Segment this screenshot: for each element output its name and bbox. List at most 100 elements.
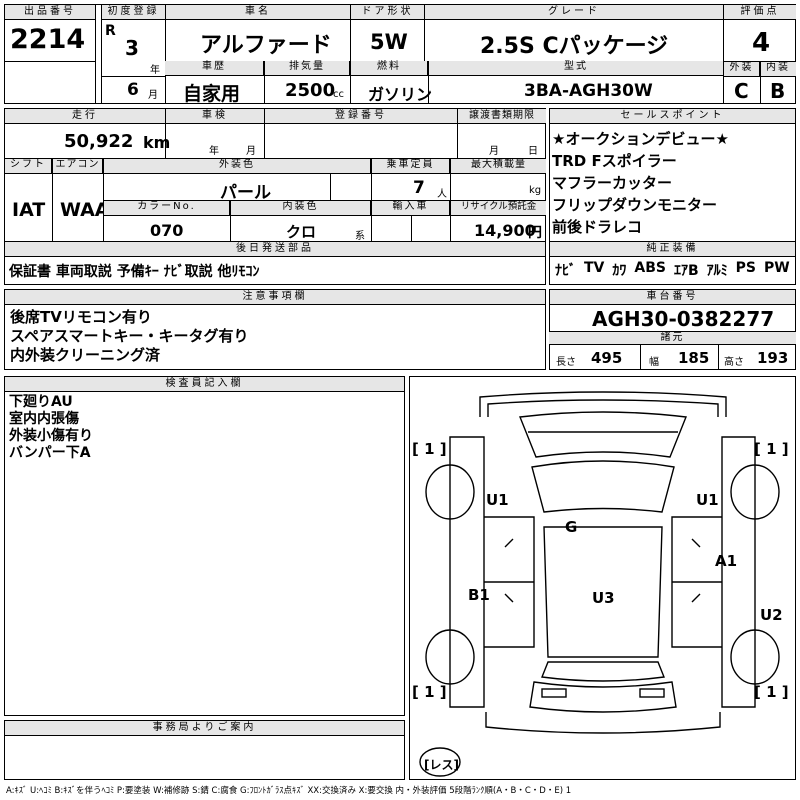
sales-point: マフラーカッター xyxy=(552,174,673,192)
sales-point: TRD Fスポイラー xyxy=(552,152,677,170)
tire-rear-right xyxy=(730,629,780,685)
mark-a1: A1 xyxy=(715,552,738,570)
color-label: 外装色 xyxy=(104,159,371,174)
lot-label: 出品番号 xyxy=(5,5,95,20)
sales-points-label: セールスポイント xyxy=(550,109,795,124)
equipment-item: PW xyxy=(764,260,790,276)
history-label: 車歴 xyxy=(165,61,264,76)
inspector-line: 室内内張傷 xyxy=(9,411,79,427)
windshield-outline xyxy=(531,460,675,513)
shift-label: シフト xyxy=(5,159,52,174)
inspector-line: 下廻りAU xyxy=(9,394,73,410)
color: パール xyxy=(220,183,271,203)
ac: WAA xyxy=(60,199,110,221)
month-unit: 月 xyxy=(148,90,158,101)
color-no: 070 xyxy=(150,221,184,240)
capacity-unit: 人 xyxy=(437,189,447,200)
transfer-label: 譲渡書類期限 xyxy=(458,109,546,124)
grade-label: グレード xyxy=(425,5,723,20)
history: 自家用 xyxy=(183,83,241,105)
inspection-month-unit: 月 xyxy=(246,146,256,157)
sales-point: ★オークションデビュー★ xyxy=(552,130,729,148)
tire-front-left xyxy=(425,464,475,520)
reg-month: 6 xyxy=(127,80,139,100)
first-reg-label: 初度登録 xyxy=(101,5,165,20)
spare-tire xyxy=(419,747,461,777)
front-bumper-inner xyxy=(487,399,719,417)
width: 185 xyxy=(678,349,710,367)
capacity-label: 乗車定員 xyxy=(372,159,450,174)
inspector-block xyxy=(4,376,405,716)
notes-block xyxy=(4,289,546,370)
front-bumper-outline xyxy=(479,391,727,417)
ac-label: エアコン xyxy=(53,159,103,174)
rear-window-outline xyxy=(541,661,665,682)
mileage-label: 走行 xyxy=(5,109,165,124)
header-block xyxy=(4,4,796,104)
era: R xyxy=(105,23,116,39)
displacement-unit: cc xyxy=(333,89,344,100)
door-type: 5W xyxy=(370,30,408,54)
mark-rear-left-bracket: [ 1 ] xyxy=(412,683,447,701)
inspector-line: 外装小傷有り xyxy=(9,428,93,444)
sales-point: フリップダウンモニター xyxy=(552,196,718,214)
car-outline-svg xyxy=(419,391,780,777)
car-name-label: 車名 xyxy=(166,5,350,20)
length-label: 長さ xyxy=(556,357,576,368)
office-block xyxy=(4,720,405,780)
import-label: 輸入車 xyxy=(372,201,450,216)
equipment-item: ｶﾜ xyxy=(612,263,627,279)
load-unit: kg xyxy=(529,185,542,196)
tailgate-outline xyxy=(529,681,677,713)
legend: A:ｷｽﾞ U:ﾍｺﾐ B:ｷｽﾞを伴うﾍｺﾐ P:要塗装 W:補修跡 S:錆 … xyxy=(6,786,572,796)
height-label: 高さ xyxy=(724,357,744,368)
fuel: ガソリン xyxy=(368,85,433,104)
mark-front-right-bracket: [ 1 ] xyxy=(754,440,789,458)
mark-front-left-bracket: [ 1 ] xyxy=(412,440,447,458)
reg-year: 3 xyxy=(125,36,139,60)
load-label: 最大積載量 xyxy=(451,159,546,174)
transfer-month-unit: 月 xyxy=(489,146,499,157)
fuel-label: 燃料 xyxy=(351,61,428,76)
car-name: アルファード xyxy=(200,33,332,58)
equipment-item: TV xyxy=(584,260,605,276)
mark-rear-right-bracket: [ 1 ] xyxy=(754,683,789,701)
spec-label: 諸元 xyxy=(549,331,796,345)
mark-u2: U2 xyxy=(760,606,783,624)
inspector-label: 検査員記入欄 xyxy=(5,377,404,392)
exterior-grade: C xyxy=(734,79,749,103)
mark-g: G xyxy=(565,518,578,536)
sales-block xyxy=(549,108,796,285)
mirror-left xyxy=(504,538,514,603)
later-items: 保証書 車両取説 予備ｷｰ ﾅﾋﾞ取説 他ﾘﾓｺﾝ xyxy=(9,264,260,280)
rear-bumper-outline xyxy=(485,712,721,734)
lot-number: 2214 xyxy=(10,24,86,55)
exterior-label: 外装 xyxy=(724,62,760,77)
door-label: ドア形状 xyxy=(351,5,424,20)
equipment-item: ﾅﾋﾞ xyxy=(555,263,576,279)
color-no-label: カラーNo. xyxy=(104,201,230,216)
chassis-number: AGH30-0382277 xyxy=(592,307,775,331)
note-line: 後席TVリモコン有り xyxy=(10,308,152,326)
inspector-list: 下廻りAU 室内内張傷 外装小傷有り バンパー下A xyxy=(9,394,93,462)
tire-rear-left xyxy=(425,629,475,685)
later-label: 後日発送部品 xyxy=(5,242,545,257)
mileage-unit: km xyxy=(143,133,171,152)
mirror-right xyxy=(691,538,701,603)
equipment-item: ｱﾙﾐ xyxy=(706,263,728,279)
note-line: スペアスマートキー・キータグ有り xyxy=(10,327,249,345)
inspector-line: バンパー下A xyxy=(9,445,91,461)
equipment-list: ﾅﾋﾞ TV ｶﾜ ABS ｴｱB ｱﾙﾐ PS PW xyxy=(555,260,790,280)
score: 4 xyxy=(752,28,771,58)
interior-label: 内装 xyxy=(760,62,796,77)
length: 495 xyxy=(591,349,623,367)
chassis-block xyxy=(549,289,796,370)
mark-u3: U3 xyxy=(592,589,615,607)
sales-point: 前後ドラレコ xyxy=(552,218,643,236)
equipment-item: PS xyxy=(735,260,756,276)
capacity: 7 xyxy=(413,178,425,198)
recycle: 14,900 xyxy=(474,221,536,240)
recycle-unit: 円 xyxy=(528,225,542,241)
displacement-label: 排気量 xyxy=(265,61,350,76)
rear-lamp-right xyxy=(639,688,665,698)
